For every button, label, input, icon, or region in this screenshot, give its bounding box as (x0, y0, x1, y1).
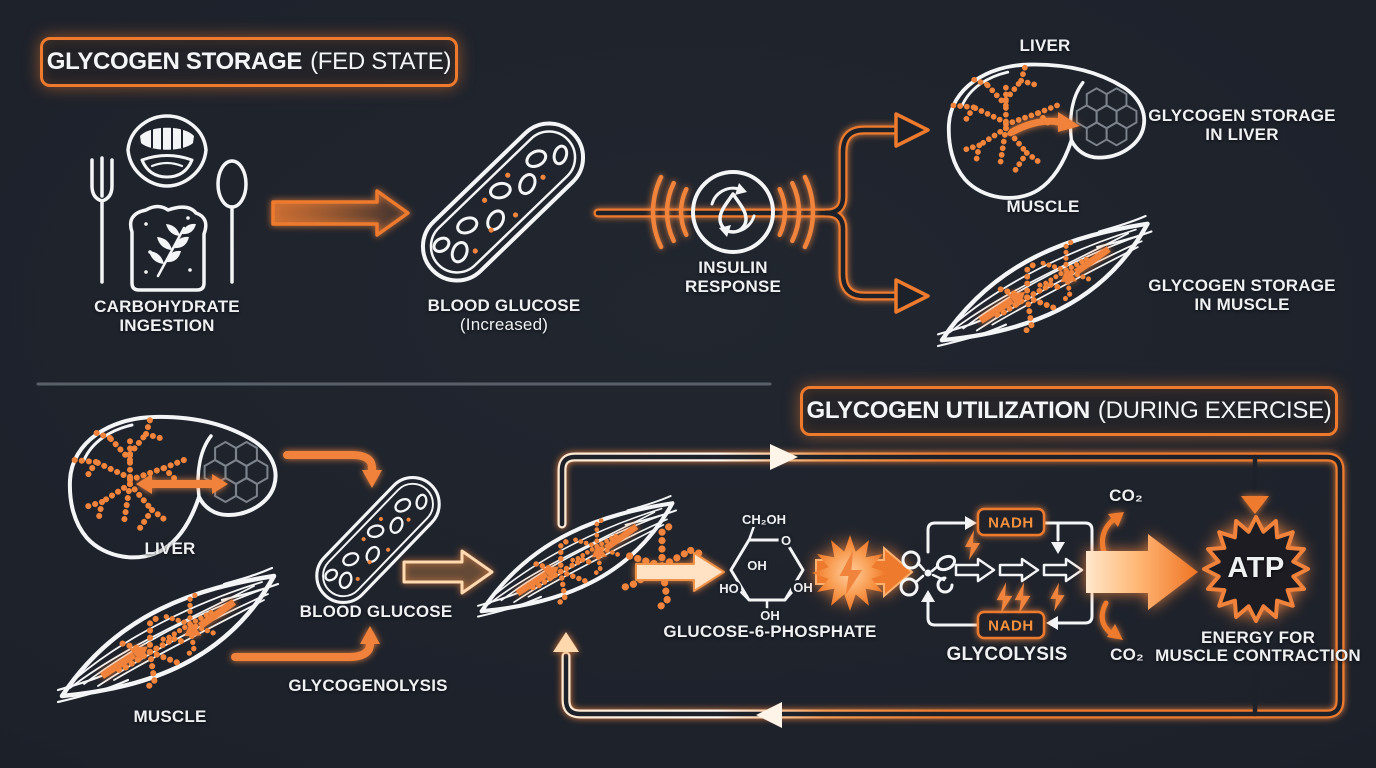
liver-fed-label: LIVER (1019, 36, 1071, 55)
glycolysis-step-arrow (998, 557, 1040, 583)
molecule-oh-right-label: OH (793, 580, 813, 595)
g6p-label: GLUCOSE-6-PHOSPHATE (663, 622, 877, 641)
storage-title-paren: (FED STATE) (310, 48, 452, 75)
glycogen-storage-liver-label-1: GLYCOGEN STORAGE (1148, 106, 1336, 125)
molecule-ch2oh-label: CH₂OH (742, 512, 786, 527)
glycolysis-label: GLYCOLYSIS (946, 644, 1068, 665)
utilization-title-paren: (DURING EXERCISE) (1097, 397, 1332, 424)
blood-glucose-fed-label-2: (Increased) (459, 315, 549, 334)
wheat-icon (144, 216, 196, 274)
arrowhead-to-liver (894, 112, 930, 148)
glycogen-storage-muscle-label-2: IN MUSCLE (1194, 295, 1290, 314)
energy-label-2: MUSCLE CONTRACTION (1155, 646, 1361, 665)
glycolysis-step-arrow (1042, 557, 1084, 583)
glycogen-storage-muscle-label-1: GLYCOGEN STORAGE (1148, 276, 1336, 295)
arrowhead-into-muscle (553, 632, 579, 652)
utilization-title-main: GLYCOGEN UTILIZATION (806, 397, 1091, 424)
insulin-label-1: INSULIN (698, 258, 768, 277)
arrow-muscle-to-blood (231, 626, 380, 661)
spoon-icon (216, 159, 248, 284)
fork-icon (90, 156, 114, 284)
blood-glucose-util-label: BLOOD GLUCOSE (299, 602, 453, 621)
liver-utilization-icon (70, 417, 276, 557)
mouth-icon (126, 114, 208, 188)
atp-bolt-icons (965, 530, 1065, 614)
co2-top-label: CO₂ (1109, 486, 1143, 505)
blood-glucose-fed-label-1: BLOOD GLUCOSE (427, 296, 581, 315)
arrowhead-to-muscle (894, 278, 930, 314)
phosphorylation-burst-icon (812, 535, 914, 611)
arrowhead-into-atp (1241, 496, 1269, 514)
molecule-oh-ring-label: OH (747, 558, 767, 573)
muscle-working-icon (478, 496, 676, 617)
carb-ingestion-label-1: CARBOHYDRATE (94, 297, 240, 316)
storage-section-title: GLYCOGEN STORAGE (FED STATE) (40, 37, 458, 87)
g6p-molecule-icon: CH₂OH O OH HO OH OH (716, 509, 816, 626)
molecule-ho-label: HO (719, 581, 739, 596)
nadh-top-label: NADH (988, 514, 1034, 532)
energy-label-1: ENERGY FOR (1200, 628, 1316, 647)
glycogenolysis-label: GLYCOGENOLYSIS (288, 676, 448, 695)
muscle-fed-icon (938, 216, 1151, 346)
arrowhead-bottom-loop (756, 702, 782, 728)
nadh-bottom-label: NADH (988, 617, 1034, 635)
utilization-section-title: GLYCOGEN UTILIZATION (DURING EXERCISE) (800, 386, 1338, 436)
fed-flow-arrows (271, 189, 410, 237)
carb-ingestion-label-2: INGESTION (119, 316, 215, 335)
arrow-liver-to-blood (283, 451, 382, 488)
storage-title-main: GLYCOGEN STORAGE (46, 48, 303, 75)
arrow-carb-to-blood (271, 189, 410, 237)
glycogen-storage-liver-label-2: IN LIVER (1205, 125, 1279, 144)
molecule-oh-bottom-label: OH (760, 608, 780, 623)
double-arrow-liver (136, 474, 228, 494)
atp-label: ATP (1227, 552, 1285, 585)
blood-vessel-fed-icon (406, 107, 600, 297)
insulin-label-2: RESPONSE (684, 277, 782, 296)
bread-icon (128, 204, 208, 292)
glycolysis-step-arrow (954, 557, 996, 583)
blood-vessel-utilization-icon (304, 465, 452, 615)
muscle-utilization-icon (58, 568, 278, 702)
muscle-fed-label: MUSCLE (1006, 197, 1080, 216)
muscle-util-label: MUSCLE (133, 707, 207, 726)
liver-util-label: LIVER (144, 539, 196, 558)
molecule-o-label: O (781, 533, 791, 548)
carbohydrate-ingestion-icon (90, 114, 248, 292)
liver-fed-icon (949, 64, 1144, 197)
arrowhead-top-loop (770, 444, 798, 470)
co2-bottom-label: CO₂ (1110, 645, 1144, 664)
arrow-blood-to-muscle (402, 549, 494, 595)
